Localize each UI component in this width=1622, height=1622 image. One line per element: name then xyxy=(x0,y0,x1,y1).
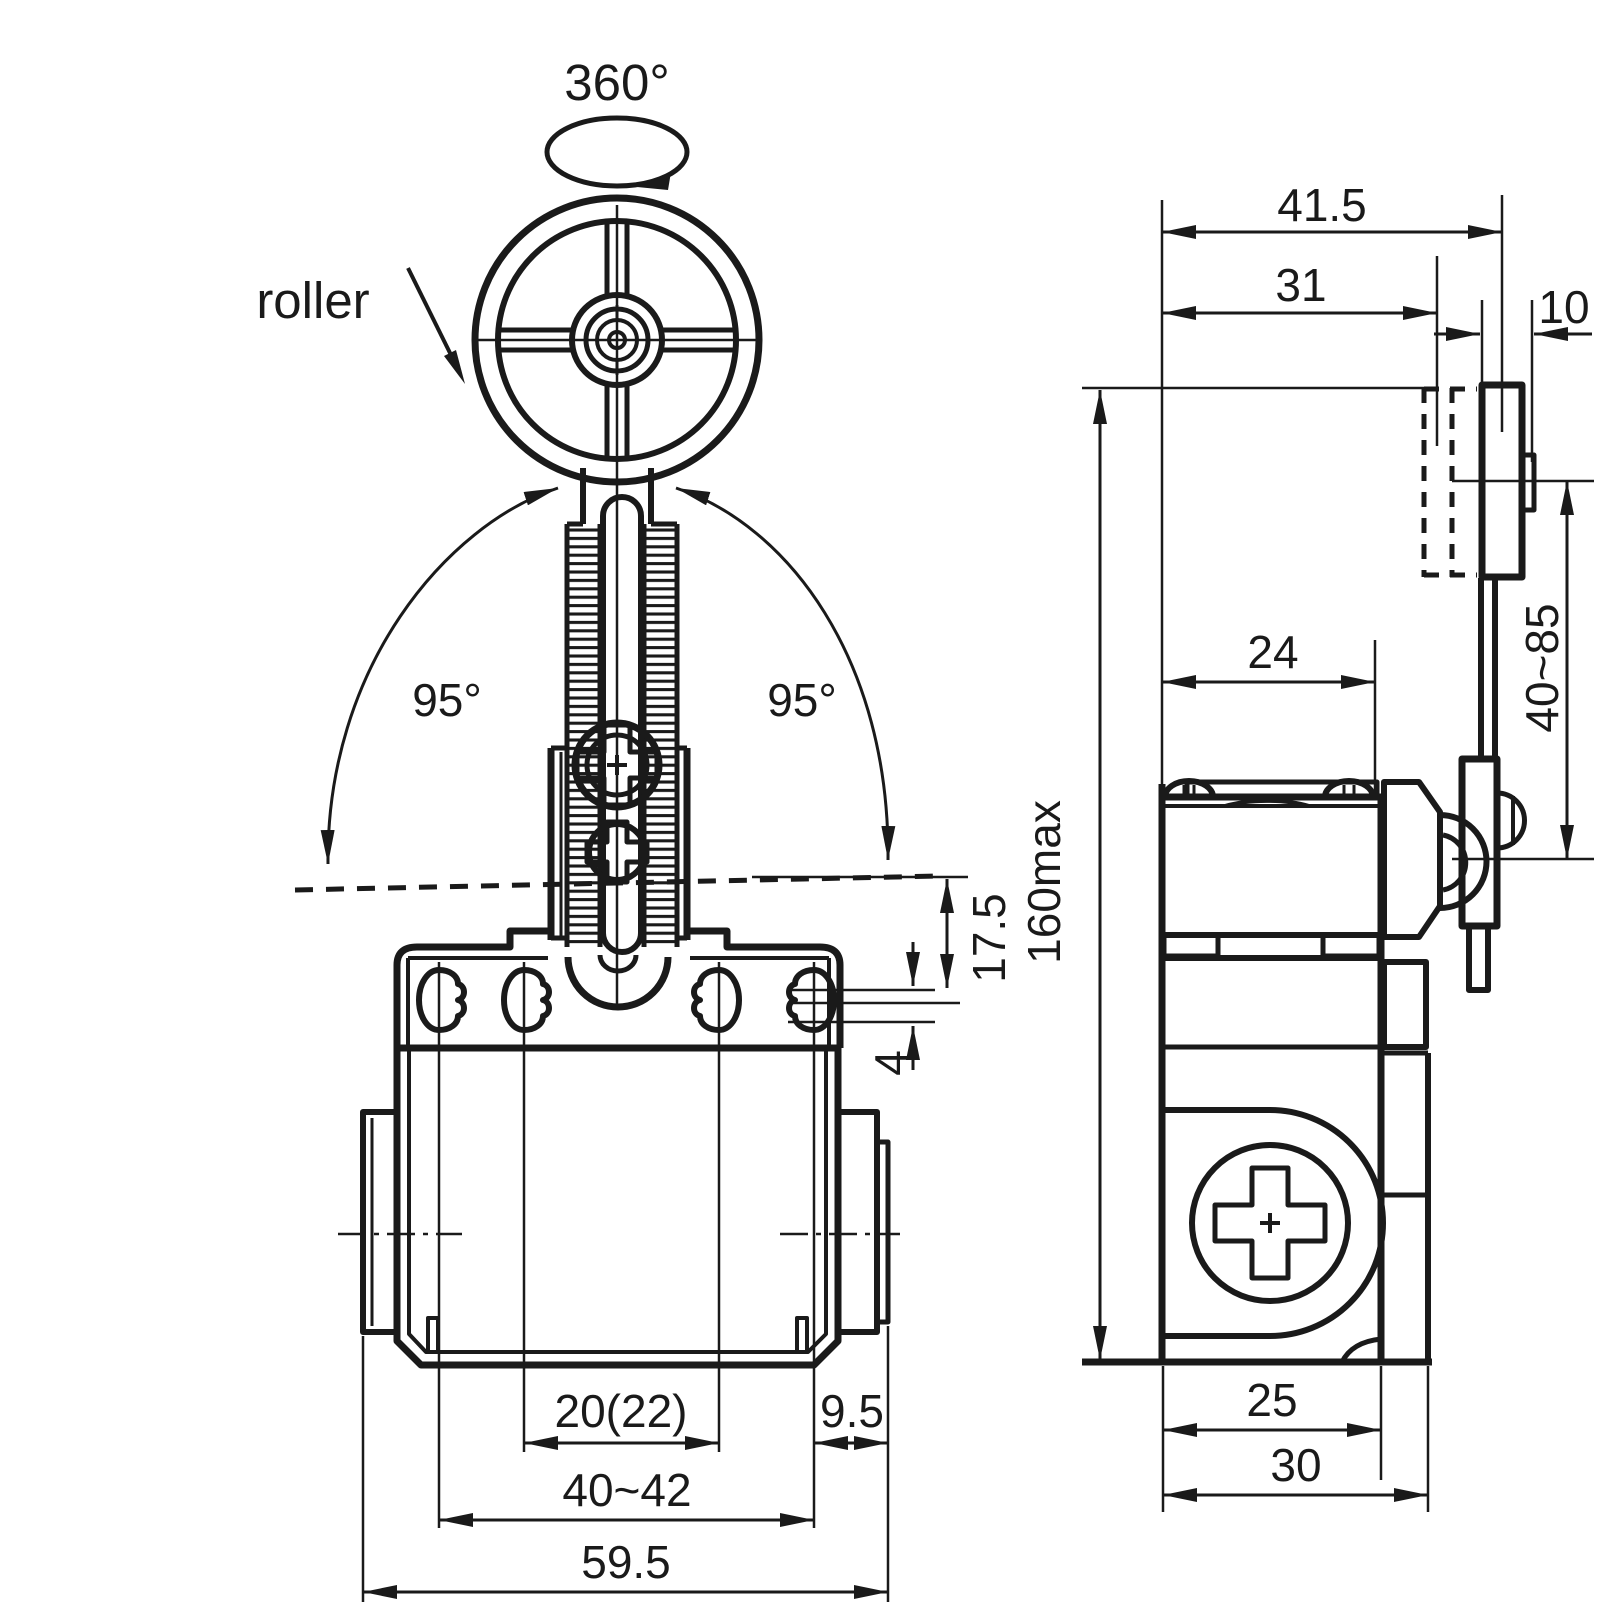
roller-axle-tab xyxy=(1519,452,1537,513)
front-view: 360° roller xyxy=(256,54,1015,1602)
free-position-dashed-line xyxy=(294,873,941,893)
side-body xyxy=(1082,959,1432,1366)
front-dimensions: 17.5 4 20(22) 9.5 40~42 59.5 xyxy=(361,875,1015,1602)
side-dimensions: 41.5 31 10 24 40~85 160max 25 xyxy=(1018,179,1594,1512)
head-top-plate xyxy=(1184,779,1380,797)
roller-label: roller xyxy=(256,272,369,329)
dimension-40-85: 40~85 xyxy=(1516,603,1568,732)
side-plunger-right xyxy=(838,1109,880,1335)
housing-foot-tab xyxy=(795,1316,809,1352)
mounting-hole xyxy=(501,967,552,1033)
pivot-boss-dome xyxy=(564,956,672,1011)
swing-arc-left xyxy=(320,486,559,865)
switch-body-front xyxy=(338,927,900,1369)
housing-outline xyxy=(393,1048,842,1369)
screw-head-inner-ring xyxy=(584,732,650,798)
roller-leader-arrowhead-icon xyxy=(444,350,465,384)
roller-leader-line xyxy=(406,267,453,356)
side-view: 41.5 31 10 24 40~85 160max 25 xyxy=(1018,179,1594,1512)
body-foot-detail xyxy=(1339,1336,1384,1364)
dimension-20-22: 20(22) xyxy=(555,1385,688,1437)
dimension-40-42: 40~42 xyxy=(562,1464,691,1516)
svg-text:4: 4 xyxy=(865,1050,917,1076)
swing-angle-left-label: 95° xyxy=(412,674,482,726)
dimension-9-5: 9.5 xyxy=(820,1385,884,1437)
dimension-10: 10 xyxy=(1538,281,1589,333)
dimension-4: 4 xyxy=(865,1050,917,1076)
svg-text:40~85: 40~85 xyxy=(1516,603,1568,732)
hub-stub xyxy=(1466,923,1491,993)
hub-boss xyxy=(569,292,665,388)
phillips-cross-icon xyxy=(584,819,650,885)
side-plunger-left xyxy=(360,1109,397,1335)
rotation-arrowhead-icon xyxy=(637,172,671,190)
dimension-17-5: 17.5 xyxy=(963,893,1015,983)
dimension-41-5: 41.5 xyxy=(1277,179,1367,231)
swing-angle-right-label: 95° xyxy=(767,674,837,726)
dimension-59-5: 59.5 xyxy=(581,1536,671,1588)
phillips-cross-icon xyxy=(574,722,660,808)
roller-callout: roller xyxy=(256,267,465,384)
screw-head-ring xyxy=(1189,1142,1351,1304)
side-head xyxy=(1158,200,1385,1362)
hub-axle xyxy=(607,330,627,350)
hub-nut-dome xyxy=(1496,790,1527,851)
mounting-plate-outline xyxy=(687,927,844,1048)
dimension-24: 24 xyxy=(1247,626,1298,678)
swing-range: 95° 95° xyxy=(294,486,941,893)
roller-wheel xyxy=(471,194,763,1010)
head-screw-dome xyxy=(1162,778,1216,798)
plunger-ball-inner-arc xyxy=(1442,832,1469,893)
housing-inner-outline xyxy=(407,1048,828,1354)
phillips-cross-icon xyxy=(1212,1165,1328,1281)
dimension-30: 30 xyxy=(1270,1439,1321,1491)
pivot-screw xyxy=(584,819,650,885)
mounting-hole xyxy=(786,967,837,1033)
svg-text:160max: 160max xyxy=(1018,800,1070,964)
swing-arc-right xyxy=(675,486,896,861)
mounting-plate-outline xyxy=(393,927,551,1048)
pivot-boss-inner-arc xyxy=(597,954,639,974)
rotation-annotation: 360° xyxy=(544,54,690,190)
rotation-label: 360° xyxy=(564,54,670,111)
side-plunger-right-cap xyxy=(877,1139,891,1325)
head-screw-dome xyxy=(1322,778,1376,798)
cover-plate xyxy=(1165,1107,1386,1339)
head-center-arc xyxy=(1224,798,1310,808)
dimension-25: 25 xyxy=(1246,1374,1297,1426)
rotation-ellipse xyxy=(544,115,690,189)
cover-screw xyxy=(1189,1142,1351,1304)
mounting-hole xyxy=(691,967,742,1033)
svg-text:17.5: 17.5 xyxy=(963,893,1015,983)
mounting-hole xyxy=(416,967,467,1033)
dimension-31: 31 xyxy=(1275,259,1326,311)
conduit-bump xyxy=(1381,959,1429,1050)
clamp-screw xyxy=(571,719,663,811)
dimension-160max: 160max xyxy=(1018,800,1070,964)
